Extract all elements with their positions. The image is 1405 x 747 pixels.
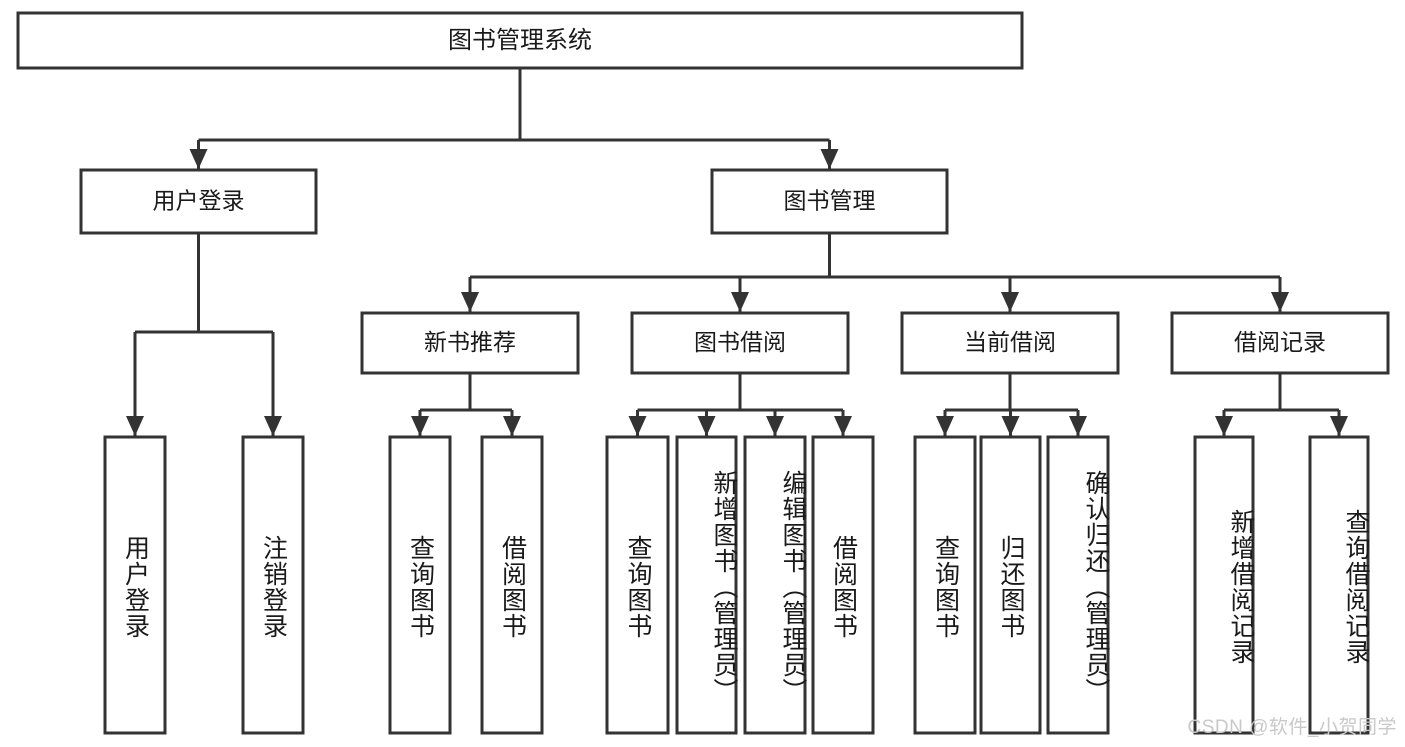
leaf-node-11-box[interactable]: [1193, 435, 1255, 735]
leaf-node-1-box[interactable]: [241, 435, 305, 735]
leaf-node-12-box[interactable]: [1308, 435, 1370, 735]
leaf-node-2-box[interactable]: [388, 435, 452, 735]
arrow-down-icon: [1001, 416, 1020, 436]
arrow-down-icon: [697, 416, 716, 436]
arrow-down-icon: [628, 416, 647, 436]
arrow-down-icon: [503, 416, 521, 436]
leaf-node-0-box[interactable]: [103, 435, 167, 735]
arrow-down-icon: [1001, 292, 1019, 312]
leaf-node-10-box[interactable]: [1046, 435, 1110, 735]
arrow-down-icon: [834, 416, 852, 436]
arrow-down-icon: [264, 416, 282, 436]
box-layer: [16, 11, 1390, 735]
arrow-down-icon: [411, 416, 429, 436]
leaf-node-8-box[interactable]: [913, 435, 977, 735]
arrow-down-icon: [731, 292, 749, 312]
arrow-down-icon: [820, 149, 839, 169]
level3-node-2-box[interactable]: [900, 311, 1120, 375]
connector-layer: [126, 68, 1348, 436]
level3-node-2-label: 当前借阅: [964, 329, 1056, 355]
root-node-label: 图书管理系统: [448, 27, 592, 54]
arrow-down-icon: [126, 416, 144, 436]
leaf-node-5-box[interactable]: [675, 435, 738, 735]
leaf-node-6-box[interactable]: [743, 435, 807, 735]
watermark: CSDN @软件_小贺同学: [1187, 717, 1397, 738]
arrow-down-icon: [1069, 416, 1087, 436]
level3-node-1-box[interactable]: [630, 311, 850, 375]
root-node-box[interactable]: [16, 11, 1024, 70]
leaf-node-9-box[interactable]: [979, 435, 1042, 735]
level2-node-1-box[interactable]: [710, 168, 949, 235]
level3-node-0-label: 新书推荐: [424, 329, 516, 355]
leaf-node-4-box[interactable]: [605, 435, 670, 735]
level3-node-3-label: 借阅记录: [1234, 329, 1326, 355]
arrow-down-icon: [1330, 416, 1348, 436]
leaf-node-7-box[interactable]: [811, 435, 875, 735]
level3-node-3-box[interactable]: [1170, 311, 1390, 375]
level2-node-0-box[interactable]: [79, 168, 318, 235]
arrow-down-icon: [936, 416, 954, 436]
arrow-down-icon: [1271, 292, 1289, 312]
level3-node-1-label: 图书借阅: [694, 329, 786, 355]
level2-node-0-label: 用户登录: [153, 188, 245, 214]
leaf-node-3-box[interactable]: [480, 435, 544, 735]
arrow-down-icon: [189, 149, 208, 169]
arrow-down-icon: [461, 292, 479, 312]
level2-node-1-label: 图书管理: [784, 188, 876, 214]
arrow-down-icon: [1215, 416, 1233, 436]
arrow-down-icon: [766, 416, 784, 436]
level3-node-0-box[interactable]: [360, 311, 580, 375]
